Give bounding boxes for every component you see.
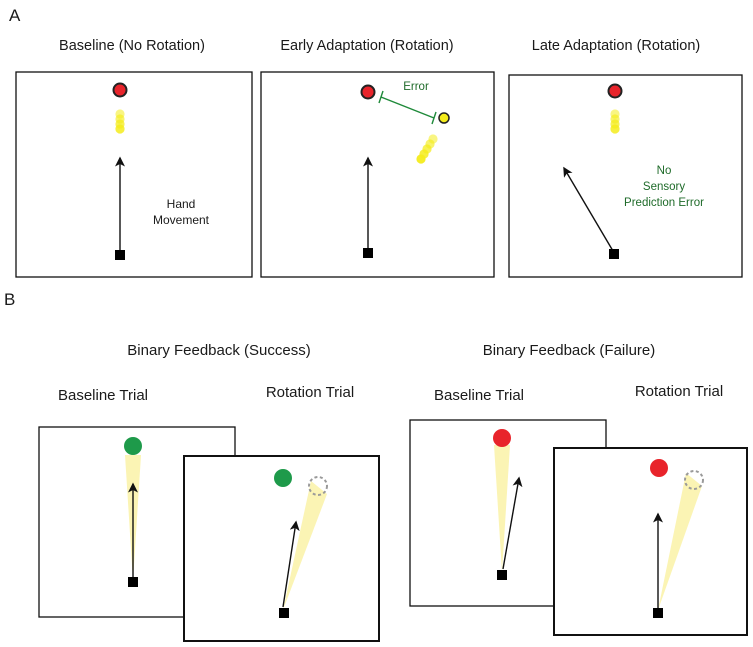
late-title: Late Adaptation (Rotation) [532, 38, 700, 54]
hand-label-line2: Movement [153, 213, 210, 227]
success-rotation-arrow [282, 520, 300, 608]
early-cursor [438, 112, 450, 124]
baseline-workspace [15, 71, 253, 278]
early-start-square [363, 248, 373, 258]
no-spe-line1: No [657, 165, 672, 177]
late-hand-arrow [563, 166, 614, 252]
baseline-target [112, 82, 128, 98]
failure-baseline-start-square [497, 570, 507, 580]
late-target [607, 83, 623, 99]
baseline-cursor-trail [115, 109, 125, 134]
late-workspace [508, 74, 743, 278]
success-baseline-trial-label: Baseline Trial [58, 387, 148, 404]
baseline-title: Baseline (No Rotation) [59, 38, 205, 54]
early-target [360, 84, 376, 100]
success-rotated-cursor-ghost [308, 476, 328, 496]
error-label: Error [403, 81, 429, 93]
failure-baseline-feedback-cone [494, 445, 510, 572]
early-title: Early Adaptation (Rotation) [280, 38, 453, 54]
hand-label-line1: Hand [167, 197, 196, 211]
no-spe-line3: Prediction Error [624, 197, 704, 209]
panel-a-letter: A [9, 6, 21, 25]
panel-b-letter: B [4, 290, 15, 309]
failure-rotation-card [553, 447, 748, 636]
failure-title: Binary Feedback (Failure) [483, 342, 656, 359]
success-rotation-target [274, 469, 292, 487]
no-spe-line2: Sensory [643, 181, 685, 193]
failure-rotation-feedback-cone [658, 473, 702, 610]
success-baseline-target [124, 437, 142, 455]
baseline-start-square [115, 250, 125, 260]
success-baseline-start-square [128, 577, 138, 587]
early-cursor-trail [416, 134, 438, 164]
failure-rotation-trial-label: Rotation Trial [635, 383, 723, 400]
early-error-bracket [378, 90, 437, 125]
late-start-square [609, 249, 619, 259]
success-title: Binary Feedback (Success) [127, 342, 310, 359]
failure-rotation-target [650, 459, 668, 477]
late-cursor-trail [610, 109, 620, 134]
success-rotation-start-square [279, 608, 289, 618]
early-workspace [260, 71, 495, 278]
failure-baseline-arrow [502, 476, 523, 570]
failure-rotation-start-square [653, 608, 663, 618]
failure-baseline-trial-label: Baseline Trial [434, 387, 524, 404]
failure-baseline-target [493, 429, 511, 447]
failure-rotated-cursor-ghost [684, 470, 704, 490]
success-rotation-trial-label: Rotation Trial [266, 384, 354, 401]
success-rotation-feedback-cone [283, 481, 327, 610]
